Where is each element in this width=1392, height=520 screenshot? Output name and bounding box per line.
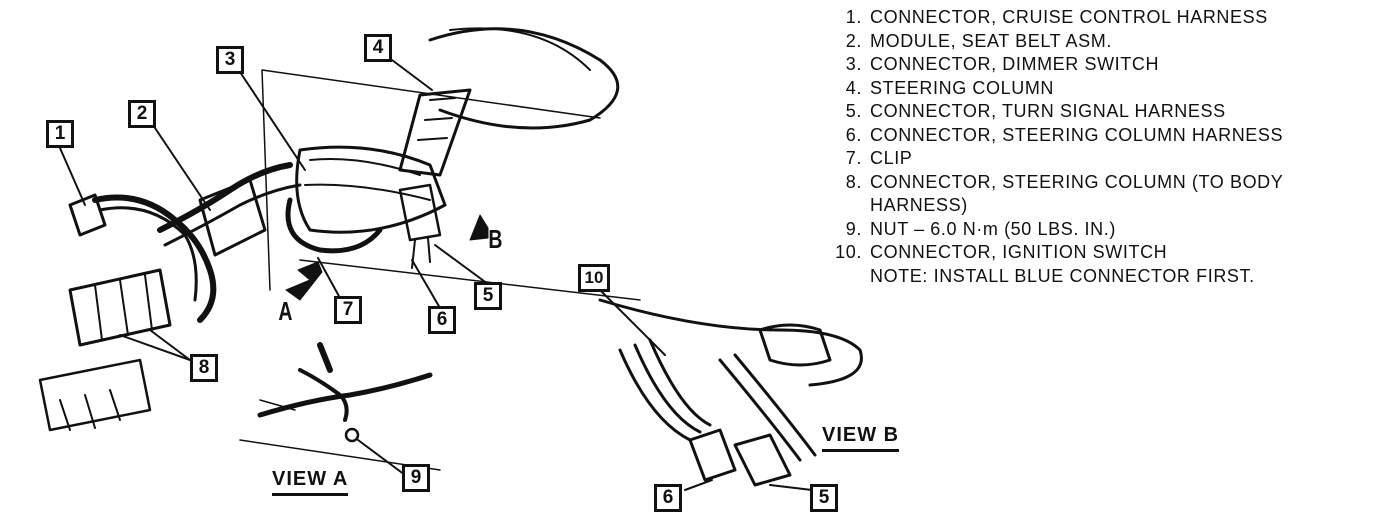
legend-item-number: 6. — [845, 124, 862, 145]
legend-item: 5. CONNECTOR, TURN SIGNAL HARNESS — [818, 100, 1378, 124]
legend-item-number: 2. — [845, 30, 862, 51]
legend-item-text: HARNESS) — [870, 195, 968, 215]
legend-item: 3. CONNECTOR, DIMMER SWITCH — [818, 53, 1378, 77]
steering-column — [398, 88, 472, 177]
view-b-drawing — [598, 298, 863, 387]
view-a-arrow — [285, 261, 323, 301]
callout-7: 7 — [334, 296, 362, 324]
legend-item-number: 1. — [845, 7, 862, 27]
arrow-a-letter: A — [278, 296, 293, 326]
legend-item-text: CONNECTOR, DIMMER SWITCH — [870, 54, 1160, 74]
legend-item-text: CONNECTOR, IGNITION SWITCH — [870, 242, 1168, 262]
legend-item-number: 3. — [845, 54, 862, 74]
legend-item-number: 8. — [845, 171, 862, 192]
legend-item: 4. STEERING COLUMN — [818, 77, 1378, 101]
legend-item-text: CONNECTOR, STEERING COLUMN (TO BODY — [870, 171, 1284, 192]
main-harness — [92, 194, 217, 323]
legend-item-text: NUT – 6.0 N·m (50 LBS. IN.) — [870, 218, 1116, 239]
legend-item-text: CONNECTOR, STEERING COLUMN HARNESS — [870, 124, 1284, 145]
arrow-b-letter: B — [488, 224, 503, 254]
callout-8: 8 — [190, 354, 218, 382]
callout-5: 5 — [474, 282, 502, 310]
legend-item-number: 10. — [835, 242, 862, 262]
callout-10: 10 — [578, 264, 610, 292]
callout-6-view-b: 6 — [654, 484, 682, 512]
legend-item-number — [818, 265, 870, 289]
legend-item: 9. NUT – 6.0 N·m (50 LBS. IN.) — [818, 218, 1378, 242]
callout-2: 2 — [128, 100, 156, 128]
legend-item-number: 9. — [845, 218, 862, 239]
callout-9: 9 — [402, 464, 430, 492]
legend-item-text: STEERING COLUMN — [870, 77, 1055, 98]
legend-item-number: 4. — [845, 77, 862, 98]
column-connectors-shape — [68, 268, 172, 347]
legend-item-number: 7. — [845, 148, 862, 168]
view-a-label: VIEW A — [272, 468, 349, 496]
steering-wheel — [428, 27, 620, 130]
view-a-drawing — [257, 372, 433, 418]
legend-item: 1. CONNECTOR, CRUISE CONTROL HARNESS — [818, 6, 1378, 30]
cruise-connector-shape — [68, 193, 107, 237]
column-housing — [295, 145, 447, 234]
legend-item-text: MODULE, SEAT BELT ASM. — [870, 30, 1112, 51]
legend-item: 8. CONNECTOR, STEERING COLUMN (TO BODY — [818, 171, 1378, 195]
legend-item-text: CONNECTOR, CRUISE CONTROL HARNESS — [870, 7, 1268, 27]
legend-item-text: CONNECTOR, TURN SIGNAL HARNESS — [870, 101, 1226, 121]
legend-item: NOTE: INSTALL BLUE CONNECTOR FIRST. — [818, 265, 1378, 289]
legend-item-number: 5. — [845, 101, 862, 121]
callout-5-view-b: 5 — [810, 484, 838, 512]
callout-3: 3 — [216, 46, 244, 74]
legend-item: 10. CONNECTOR, IGNITION SWITCH — [818, 241, 1378, 265]
view-b-label: VIEW B — [822, 424, 900, 452]
callout-4: 4 — [364, 34, 392, 62]
legend-item-text: NOTE: INSTALL BLUE CONNECTOR FIRST. — [870, 265, 1255, 286]
legend-item: HARNESS) — [818, 194, 1378, 218]
view-b-arrow — [469, 214, 489, 241]
legend-item: 7. CLIP — [818, 147, 1378, 171]
legend-item-text: CLIP — [870, 148, 913, 168]
legend-item: 6. CONNECTOR, STEERING COLUMN HARNESS — [818, 124, 1378, 148]
legend-item-number — [818, 194, 870, 218]
legend-item: 2. MODULE, SEAT BELT ASM. — [818, 30, 1378, 54]
callout-1: 1 — [46, 120, 74, 148]
callout-6: 6 — [428, 306, 456, 334]
seat-belt-module — [198, 178, 267, 257]
parts-legend: 1. CONNECTOR, CRUISE CONTROL HARNESS 2. MOD… — [818, 6, 1378, 288]
